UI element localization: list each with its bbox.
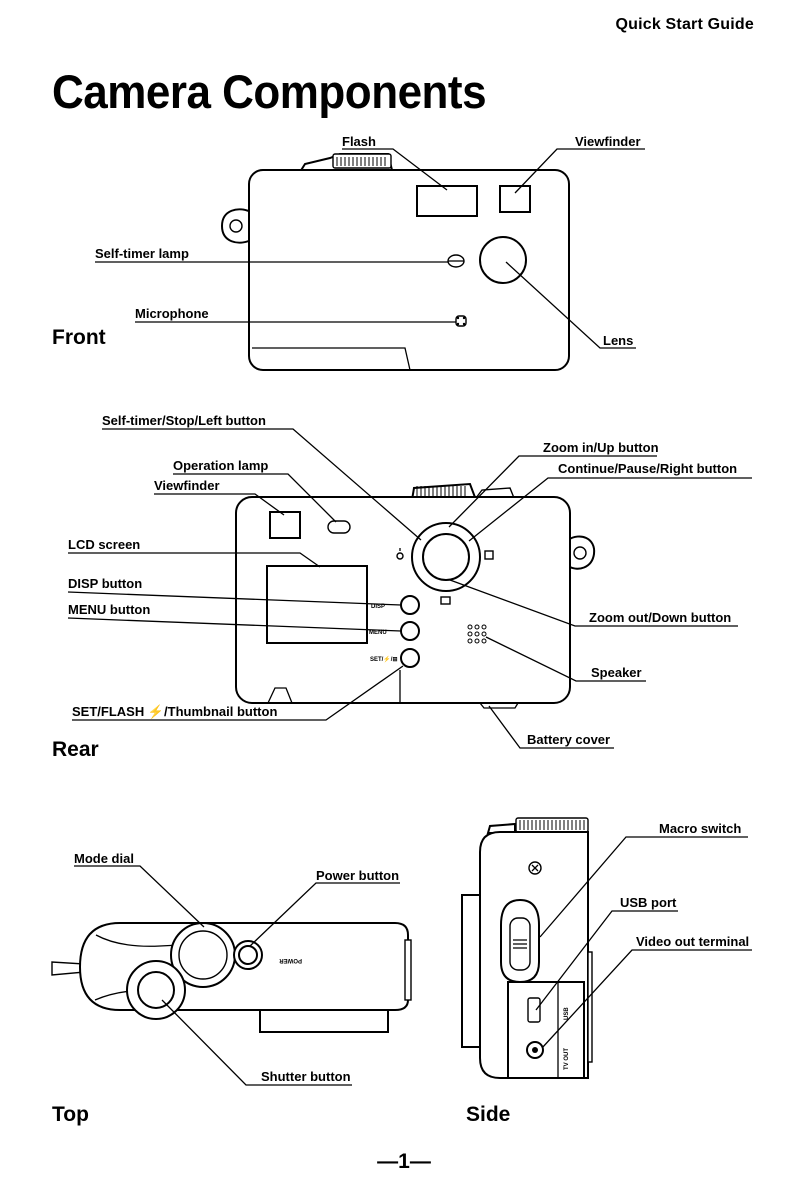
set-button-text: SET/⚡/⊞ [370, 655, 398, 663]
rear-camera-illustration [235, 482, 596, 709]
tv-out-text: TV OUT [564, 1048, 570, 1070]
macro-switch-label: Macro switch [659, 821, 742, 836]
disp-button-text: DISP [371, 604, 385, 610]
rear-section-label: Rear [52, 738, 99, 761]
thumbnail-button-text: /Thumbnail button [164, 704, 278, 719]
rear-viewfinder-label: Viewfinder [154, 478, 220, 493]
set-flash-text: SET/FLASH [72, 704, 148, 719]
rear-leader-lines [67, 428, 752, 749]
lcd-screen-label: LCD screen [68, 537, 141, 552]
usb-port-label: USB port [620, 895, 677, 910]
guide-title: Quick Start Guide [615, 16, 754, 33]
zoom-out-down-label: Zoom out/Down button [589, 610, 732, 625]
speaker-label: Speaker [591, 665, 642, 680]
self-timer-stop-left-label: Self-timer/Stop/Left button [102, 413, 266, 428]
usb-text: USB [564, 1007, 570, 1020]
front-camera-illustration [220, 153, 570, 371]
page-title: Camera Components [52, 66, 487, 119]
menu-button-label: MENU button [68, 602, 151, 617]
zoom-in-up-label: Zoom in/Up button [543, 440, 659, 455]
front-viewfinder-label: Viewfinder [575, 134, 641, 149]
flash-bolt-icon: ⚡ [147, 704, 165, 719]
top-camera-illustration [51, 922, 412, 1033]
operation-lamp-label: Operation lamp [173, 458, 269, 473]
power-button-label: Power button [316, 868, 400, 883]
menu-button-text: MENU [369, 630, 387, 636]
video-out-terminal-label: Video out terminal [636, 934, 750, 949]
top-section-label: Top [52, 1103, 89, 1126]
side-section-label: Side [466, 1103, 511, 1126]
top-leader-lines [74, 865, 400, 1086]
flash-label: Flash [342, 134, 376, 149]
mode-dial-label: Mode dial [74, 851, 134, 866]
power-text: POWER [279, 957, 302, 963]
microphone-label: Microphone [135, 306, 209, 321]
side-leader-lines [535, 836, 752, 1049]
set-flash-thumbnail-label: SET/FLASH ⚡/Thumbnail button [72, 704, 277, 719]
disp-button-label: DISP button [68, 576, 143, 591]
continue-pause-right-label: Continue/Pause/Right button [558, 461, 738, 476]
shutter-button-label: Shutter button [261, 1069, 351, 1084]
front-leader-lines [95, 148, 645, 349]
page-number: —1— [377, 1150, 431, 1173]
lens-label: Lens [603, 333, 634, 348]
side-camera-illustration [461, 817, 593, 1079]
front-section-label: Front [52, 326, 106, 349]
self-timer-lamp-label: Self-timer lamp [95, 246, 189, 261]
battery-cover-label: Battery cover [527, 732, 611, 747]
